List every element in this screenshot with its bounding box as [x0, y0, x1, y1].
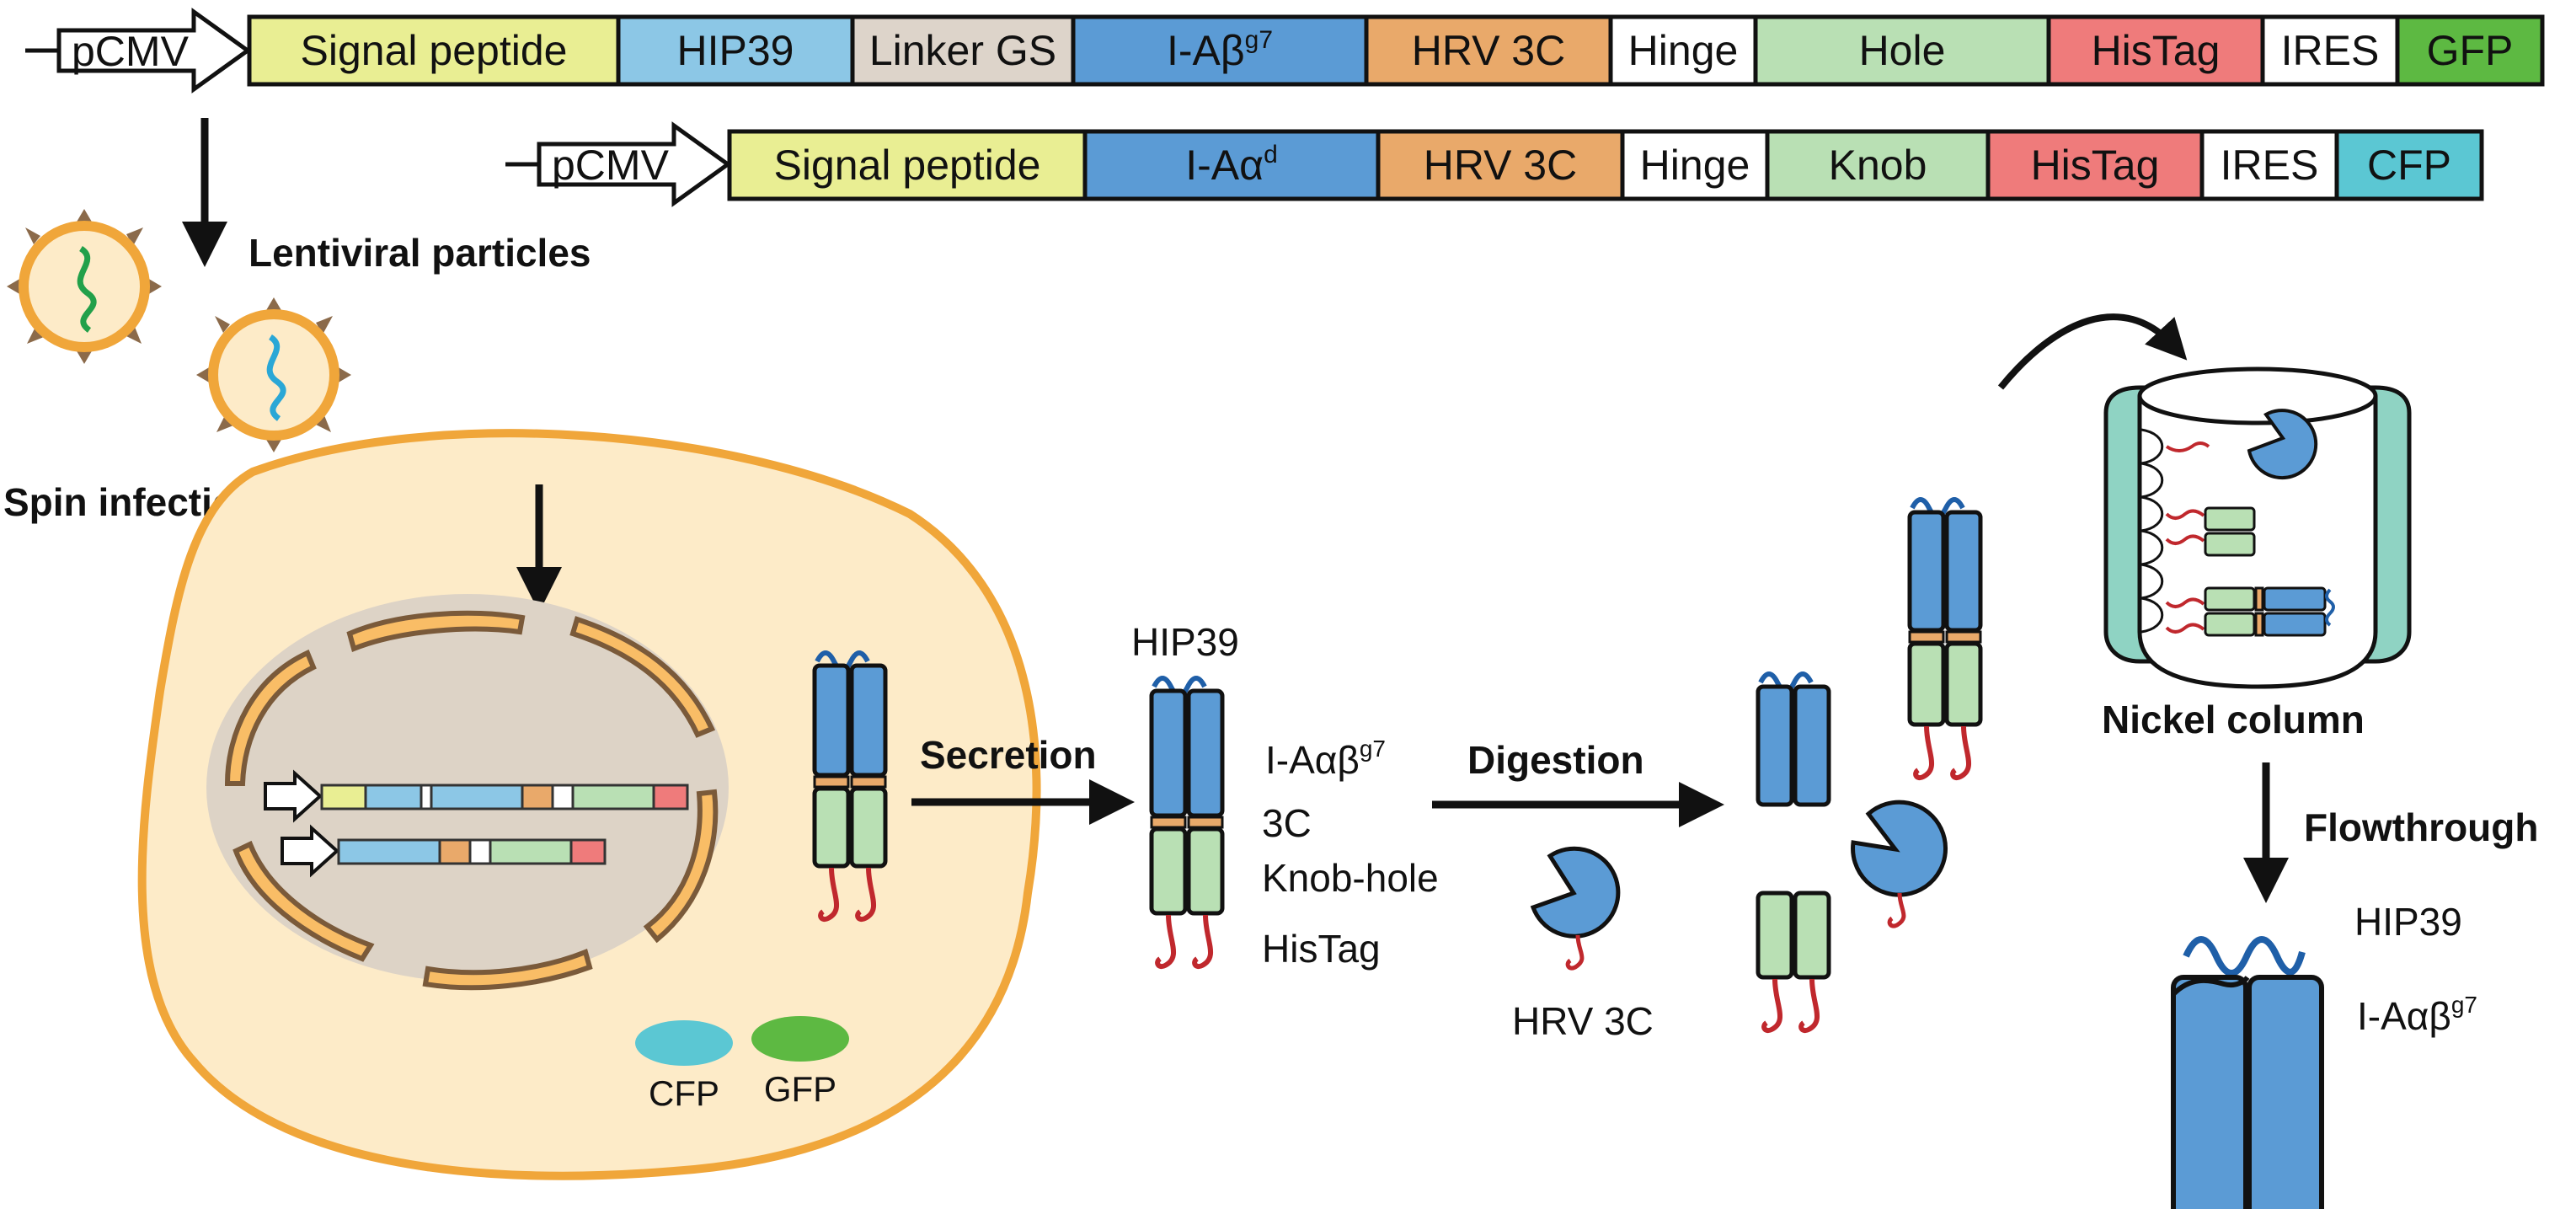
- promoter-arrow-icon: [264, 769, 323, 823]
- hrv3c-protease-icon: [1851, 800, 1948, 928]
- knob-hole-fragment: [1756, 891, 1831, 1033]
- nickel-column: [2103, 366, 2412, 689]
- lentiviral-label: Lentiviral particles: [249, 231, 591, 275]
- segment-label: I-Aαd: [1185, 141, 1278, 189]
- segment-label: HisTag: [2031, 142, 2160, 189]
- segment-hip39: [616, 14, 855, 87]
- mhc-fragment: [1756, 671, 1831, 807]
- segment-label: Signal peptide: [301, 27, 568, 74]
- segment-histag: [2046, 14, 2265, 87]
- protein-inside-cell: [812, 650, 888, 922]
- segment-label: IRES: [2281, 27, 2380, 74]
- segment-linker-gs: [850, 14, 1076, 87]
- final-complex-label: I-Aαβg7: [2357, 992, 2477, 1038]
- segment-label: HRV 3C: [1412, 27, 1565, 74]
- lentiviral-particle-icon: [196, 297, 351, 452]
- promoter-label: pCMV: [72, 28, 190, 75]
- segment-histag: [1985, 129, 2205, 201]
- segment-label: GFP: [2427, 27, 2514, 74]
- secretion-label: Secretion: [920, 733, 1097, 777]
- segment-label: Hole: [1859, 27, 1946, 74]
- cfp-label: CFP: [649, 1073, 719, 1113]
- segment-label: IRES: [2221, 142, 2319, 189]
- gfp-label: GFP: [764, 1069, 836, 1109]
- segment-label: Hinge: [1640, 142, 1750, 189]
- promoter-label: pCMV: [552, 142, 670, 189]
- nickel-column-label: Nickel column: [2102, 698, 2365, 741]
- gfp-blob: [751, 1016, 849, 1062]
- arrow-curved: [1997, 313, 2188, 390]
- histag-label: HisTag: [1262, 927, 1381, 971]
- secreted-protein: [1149, 676, 1225, 969]
- cfp-blob: [635, 1020, 733, 1066]
- segment-knob: [1765, 129, 1991, 201]
- lentiviral-particle-icon: [7, 209, 162, 364]
- segment-cfp: [2334, 129, 2484, 201]
- segment-gfp: [2395, 14, 2545, 87]
- segment-label: CFP: [2367, 142, 2451, 189]
- promoter-arrow-icon: [56, 8, 252, 94]
- segment-ires: [2260, 14, 2400, 87]
- digestion-label: Digestion: [1467, 738, 1644, 782]
- segment-label: HisTag: [2092, 27, 2221, 74]
- segment-label: Hinge: [1628, 27, 1739, 74]
- segment-label: HIP39: [677, 27, 794, 74]
- hip39-final-label: HIP39: [2354, 900, 2462, 944]
- promoter-arrow-icon: [281, 824, 339, 878]
- hrv3c-protease-icon: [1530, 846, 1621, 971]
- segment-label: HRV 3C: [1424, 142, 1577, 189]
- hrv3c-label: HRV 3C: [1512, 999, 1654, 1043]
- segment-signal-peptide: [247, 14, 621, 87]
- segment-label: Signal peptide: [774, 142, 1041, 189]
- knob-hole-label: Knob-hole: [1262, 856, 1439, 900]
- segment-label: I-Aβg7: [1167, 26, 1273, 74]
- promoter-arrow-icon: [537, 121, 732, 207]
- purified-protein: [2171, 936, 2324, 1209]
- three-c-label: 3C: [1262, 801, 1312, 845]
- nucleus: [206, 594, 729, 991]
- hrv3c-protease-icon: [2247, 409, 2318, 480]
- segment-label: Knob: [1829, 142, 1927, 189]
- undigested-protein: [1907, 497, 1983, 780]
- construct-beta: pCMV Signal peptide HIP39 Linker GS I-Aβg7 H…: [25, 8, 2545, 94]
- segment-hrv-3c: [1376, 129, 1625, 201]
- segment-label: Linker GS: [869, 27, 1056, 74]
- hip39-label: HIP39: [1131, 620, 1239, 664]
- complex-label: I-Aαβg7: [1265, 736, 1386, 782]
- flowthrough-label: Flowthrough: [2304, 805, 2538, 849]
- construct-alpha: pCMV Signal peptide I-Aαd HRV 3C Hinge Knob H…: [505, 121, 2484, 207]
- segment-i-a-: [1082, 129, 1381, 201]
- segment-hole: [1753, 14, 2051, 87]
